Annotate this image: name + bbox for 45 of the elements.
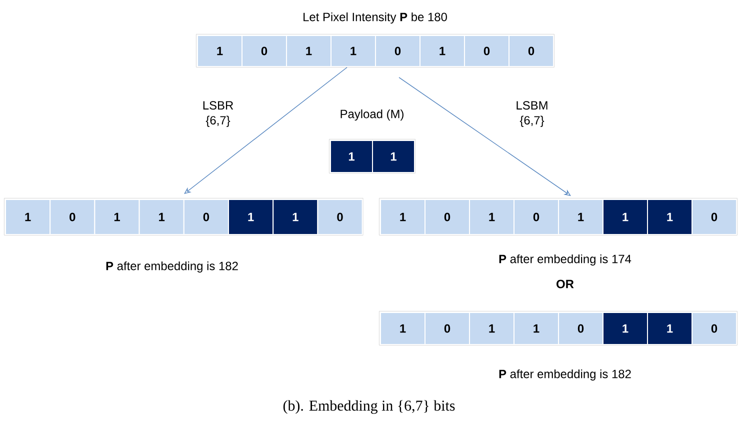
row-caption: Payload (M): [340, 109, 404, 121]
row-caption: P after embedding is 174: [499, 254, 632, 266]
bit-cell: 0: [692, 199, 737, 235]
bit-cell: 1: [469, 199, 514, 235]
caption: (b). Embedding in {6,7} bits: [283, 400, 455, 414]
bit-cell: 1: [647, 199, 692, 235]
row-caption: P after embedding is 182: [499, 369, 631, 381]
row-caption: Let Pixel Intensity P be 180: [304, 12, 447, 24]
bit-cell: 1: [94, 199, 140, 235]
bit-cell: 1: [272, 199, 318, 235]
bit-cell: 0: [464, 35, 510, 67]
bit-cell: 1: [197, 35, 242, 67]
row-caption: P after embedding is 182: [106, 261, 238, 273]
arrow: [398, 77, 571, 196]
bit-cell: 1: [228, 199, 274, 235]
bit-cell: 1: [420, 35, 465, 67]
bit-cell: 1: [138, 199, 184, 235]
bit-cell: 1: [469, 312, 514, 345]
bit-cell: 0: [424, 312, 470, 345]
bit-cell: 1: [330, 140, 373, 173]
bit-cell: 1: [372, 140, 415, 173]
bit-cell: 0: [424, 199, 470, 235]
bit-cell: 0: [242, 35, 287, 67]
bit-cell: 0: [375, 35, 420, 67]
bit-cell: 0: [514, 199, 559, 235]
bit-cell: 1: [5, 199, 51, 235]
bit-cell: 1: [558, 199, 604, 235]
edge-label: LSBR {6,7}: [194, 100, 242, 128]
bit-cell: 0: [183, 199, 229, 235]
bit-cell: 0: [50, 199, 96, 235]
bit-cell: 0: [508, 35, 554, 67]
bit-cell: 0: [692, 312, 737, 345]
bit-cell: 1: [602, 312, 648, 345]
bit-cell: 1: [286, 35, 332, 67]
arrow: [184, 67, 348, 194]
bit-cell: 1: [514, 312, 559, 345]
bit-cell: 0: [317, 199, 363, 235]
edge-label: LSBM {6,7}: [508, 100, 556, 128]
or-label: OR: [556, 280, 574, 288]
bit-cell: 1: [330, 35, 376, 67]
bit-cell: 1: [602, 199, 648, 235]
bit-cell: 1: [380, 199, 426, 235]
bit-cell: 1: [647, 312, 692, 345]
bit-cell: 1: [380, 312, 426, 345]
bit-cell: 0: [558, 312, 604, 345]
